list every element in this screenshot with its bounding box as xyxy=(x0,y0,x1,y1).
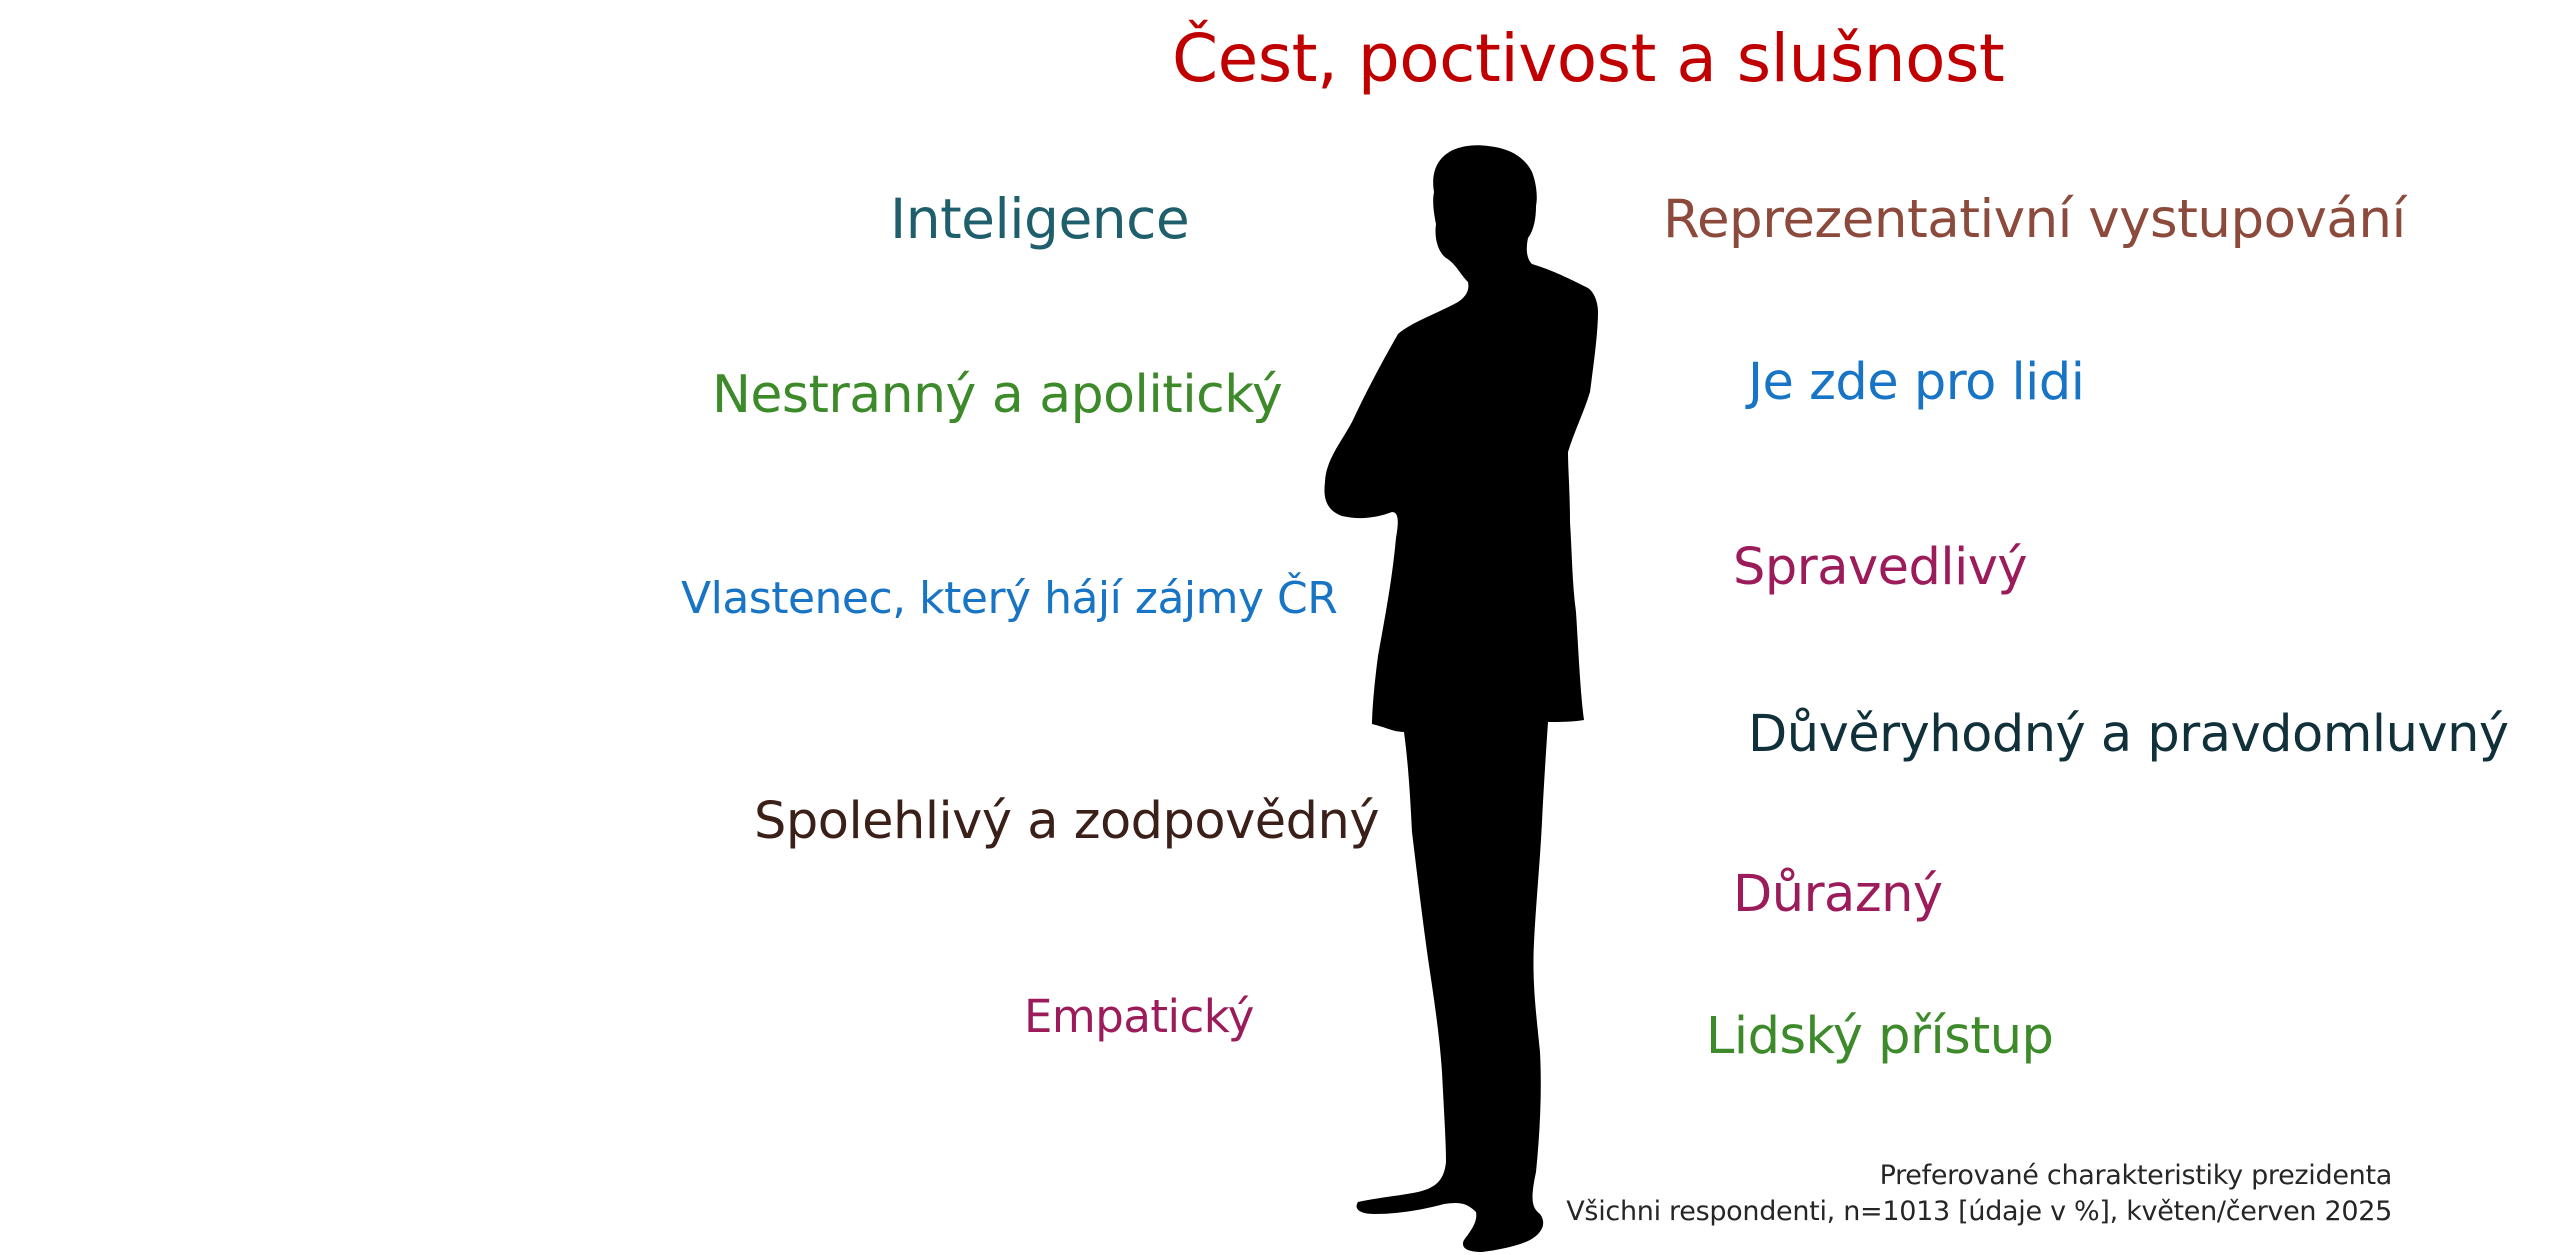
trait-je-zde-pro-lidi: Je zde pro lidi xyxy=(1748,353,2085,412)
trait-spolehlivy-a-zodpovedny: Spolehlivý a zodpovědný xyxy=(754,792,1380,851)
footnote-sample-info: Všichni respondenti, n=1013 [údaje v %],… xyxy=(1566,1196,2392,1227)
trait-vlastenec: Vlastenec, který hájí zájmy ČR xyxy=(681,573,1338,624)
trait-durazny: Důrazný xyxy=(1733,865,1943,924)
trait-lidsky-pristup: Lidský přístup xyxy=(1706,1007,2054,1066)
standing-man-silhouette-icon xyxy=(1324,145,1598,1253)
trait-duveryhodny-a-pravdomluvny: Důvěryhodný a pravdomluvný xyxy=(1748,705,2509,764)
trait-empaticky: Empatický xyxy=(1024,990,1254,1043)
trait-inteligence: Inteligence xyxy=(890,187,1190,251)
footnote: Preferované charakteristiky prezidenta V… xyxy=(1566,1158,2392,1230)
trait-reprezentativni-vystupovani: Reprezentativní vystupování xyxy=(1663,189,2406,250)
trait-spravedlivy: Spravedlivý xyxy=(1733,538,2028,597)
footnote-title: Preferované charakteristiky prezidenta xyxy=(1879,1160,2393,1191)
headline: Čest, poctivost a slušnost xyxy=(1172,20,2005,97)
trait-nestranny-a-apoliticky: Nestranný a apolitický xyxy=(712,365,1283,425)
